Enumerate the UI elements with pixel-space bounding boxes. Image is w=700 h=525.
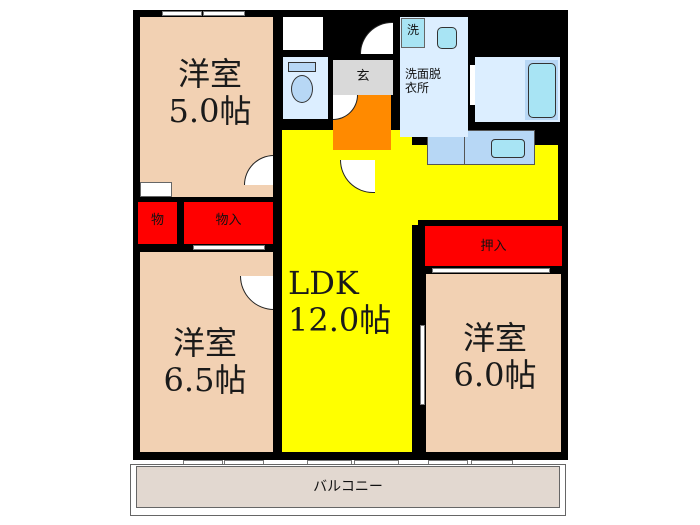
room-size: 5.0帖 <box>168 91 252 130</box>
ldk-label: LDK 12.0帖 <box>288 265 408 339</box>
closet-label: 押入 <box>480 239 507 254</box>
entrance <box>333 60 393 95</box>
sliding-door[interactable] <box>193 245 265 250</box>
washbasin-icon <box>437 27 457 49</box>
divider <box>464 130 465 165</box>
room-size: 12.0帖 <box>288 300 392 339</box>
storage-small <box>138 202 177 244</box>
storage-small-label: 物 <box>150 213 164 228</box>
toilet-tank-icon <box>288 62 316 72</box>
western-room-3 <box>426 274 561 452</box>
storage-label: 物入 <box>215 213 242 228</box>
storage <box>184 202 273 244</box>
room-name: 洋室 <box>462 319 527 357</box>
window <box>203 11 245 16</box>
room-name: LDK <box>288 264 359 302</box>
western-room-2-label: 洋室 6.5帖 <box>145 325 265 399</box>
washroom-name-1: 洗面脱 <box>405 67 442 81</box>
sliding-door[interactable] <box>420 325 425 405</box>
balcony <box>136 466 560 508</box>
bath-door[interactable] <box>470 65 475 105</box>
washer-label: 洗 <box>406 23 419 37</box>
entrance-label: 玄 <box>356 69 370 84</box>
washer-area <box>401 18 425 48</box>
room-name: 洋室 <box>177 55 242 93</box>
closet <box>425 226 562 266</box>
washroom-name-2: 衣所 <box>405 80 430 95</box>
sliding-door[interactable] <box>432 268 550 273</box>
sink-icon <box>491 139 525 158</box>
western-room-1-label: 洋室 5.0帖 <box>150 56 270 130</box>
balcony-label: バルコニー <box>313 479 383 495</box>
room-name: 洋室 <box>172 324 237 362</box>
washroom-label: 洗面脱 衣所 <box>405 67 465 96</box>
closet-doors[interactable] <box>140 182 172 197</box>
bathtub-inner <box>528 63 556 118</box>
window <box>162 11 202 16</box>
western-room-3-label: 洋室 6.0帖 <box>430 320 560 394</box>
storage-white <box>283 17 323 50</box>
room-size: 6.0帖 <box>453 355 537 394</box>
toilet-icon <box>291 75 313 103</box>
room-size: 6.5帖 <box>163 360 247 399</box>
